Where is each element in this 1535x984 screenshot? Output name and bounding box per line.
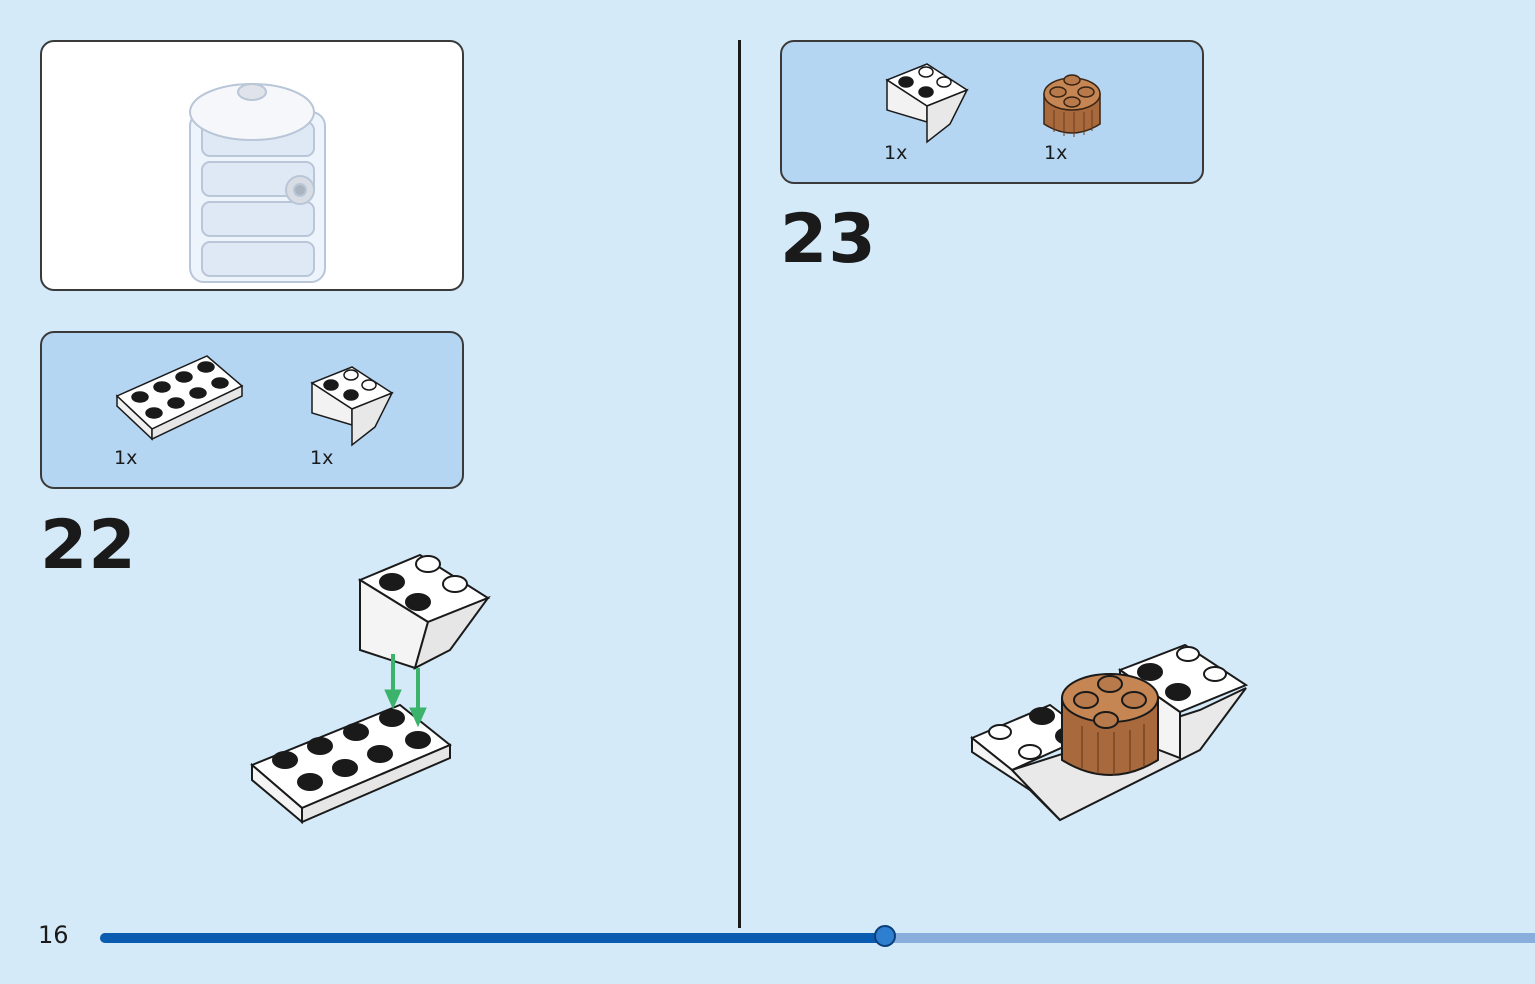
- round-brick-2x2-brown-icon: [1043, 74, 1101, 137]
- step-number: 23: [780, 200, 877, 279]
- step-22-assembly-icon: [250, 553, 491, 825]
- step-23-assembly-icon: [970, 643, 1249, 822]
- part-quantity: 1x: [884, 142, 908, 164]
- page-divider: [738, 40, 741, 928]
- progress-fill: [100, 933, 885, 943]
- progress-marker: [874, 925, 896, 947]
- model-preview-icon: [189, 83, 326, 283]
- inverted-slope-2x2-icon: [885, 63, 969, 144]
- plate-2x4-icon: [115, 355, 244, 441]
- previous-step-preview: [40, 40, 464, 291]
- step-number: 22: [40, 506, 137, 585]
- part-quantity: 1x: [1044, 142, 1068, 164]
- progress-bar: [100, 925, 1535, 947]
- inverted-slope-2x2-icon: [310, 366, 394, 447]
- parts-list-step-22: 1x 1x: [40, 331, 464, 489]
- page-number: 16: [38, 921, 69, 949]
- part-quantity: 1x: [310, 447, 334, 469]
- part-quantity: 1x: [114, 447, 138, 469]
- parts-list-step-23: 1x 1x: [780, 40, 1204, 184]
